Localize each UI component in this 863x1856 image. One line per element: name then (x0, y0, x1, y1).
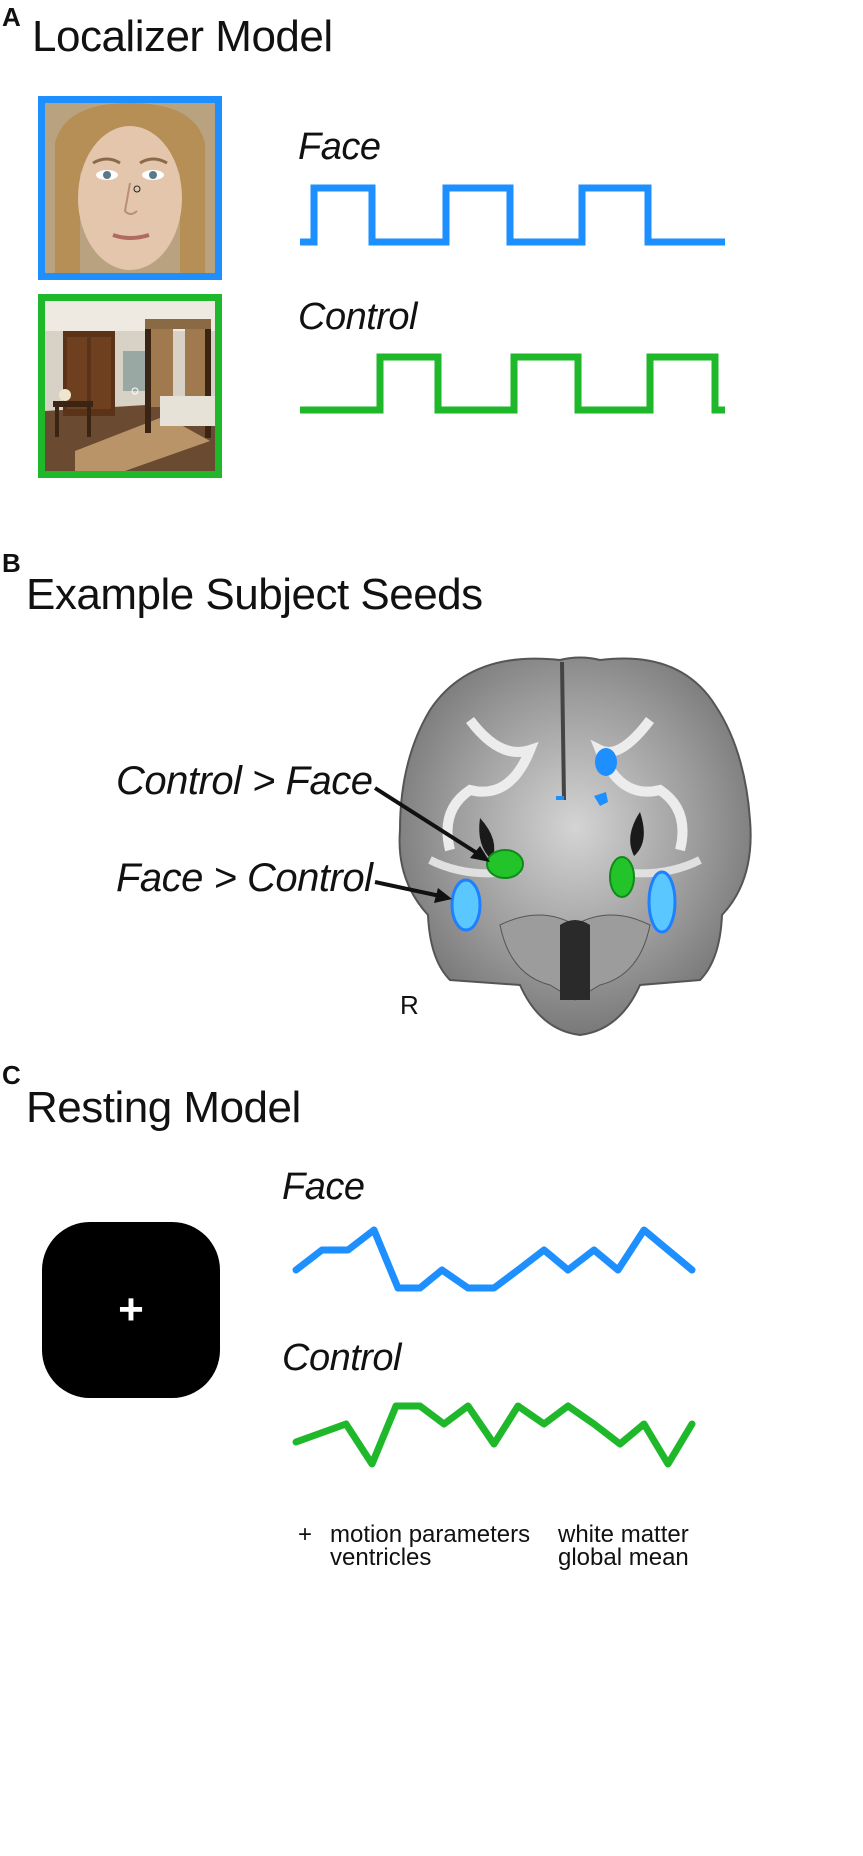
face-seed-left (647, 870, 677, 934)
bedroom-photo-icon (45, 301, 215, 471)
control-seed-right (486, 849, 524, 879)
footnote-ventricles: ventricles (330, 1544, 432, 1571)
face-block-regressor (300, 184, 725, 246)
fixation-screen: + (42, 1222, 220, 1398)
footnote-plus: + (298, 1521, 313, 1548)
control-seed-left (609, 856, 635, 898)
footnote-white-matter: white matter (558, 1521, 689, 1548)
fixation-cross-icon: + (118, 1285, 144, 1334)
panel-a-control-label: Control (298, 296, 418, 338)
footnote-motion-parameters: motion parameters (330, 1521, 531, 1548)
panel-c-letter: C (2, 1060, 21, 1090)
face-photo-icon (45, 103, 215, 273)
label-control-gt-face: Control > Face (116, 759, 373, 803)
label-face-gt-control: Face > Control (116, 856, 373, 900)
control-block-regressor (300, 353, 725, 414)
panel-c-title: Resting Model (26, 1083, 301, 1132)
panel-a-letter: A (2, 2, 21, 32)
blue-cluster-1 (595, 748, 617, 776)
face-stimulus-frame (38, 96, 222, 280)
face-seed-right (450, 878, 482, 932)
scene-stimulus-frame (38, 294, 222, 478)
footnote-global-mean: global mean (558, 1544, 689, 1571)
orientation-label: R (400, 990, 419, 1020)
panel-b-letter: B (2, 548, 21, 578)
panel-a-title: Localizer Model (32, 12, 333, 61)
panel-a-face-label: Face (298, 126, 381, 168)
panel-c-face-label: Face (282, 1166, 365, 1208)
panel-b-title: Example Subject Seeds (26, 570, 483, 619)
panel-c-control-label: Control (282, 1337, 402, 1379)
